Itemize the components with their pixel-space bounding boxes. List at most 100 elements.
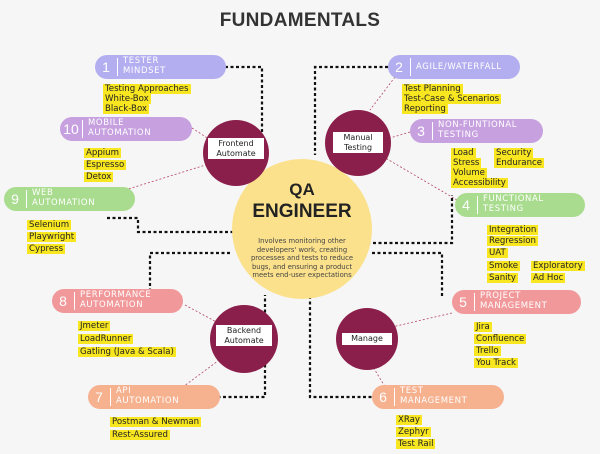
topic-divider <box>432 122 433 140</box>
item-black-box: Black-Box <box>103 104 150 114</box>
item-reporting: Reporting <box>402 104 448 114</box>
item-zephyr: Zephyr <box>396 427 431 437</box>
item-regression: Regression <box>487 236 539 246</box>
topic-label: MOBILE AUTOMATION <box>88 118 152 138</box>
topic-divider <box>74 292 75 310</box>
topic-label: AGILE/WATERFALL <box>416 62 502 72</box>
item-xray: XRay <box>396 415 423 425</box>
topic-number: 2 <box>395 59 403 75</box>
item-gatling: Gatling (Java & Scala) <box>78 347 176 357</box>
link-5-manage <box>391 312 453 328</box>
item-ad-hoc: Ad Hoc <box>531 273 566 283</box>
topic-number: 5 <box>459 294 467 310</box>
item-test-case-scenarios: Test-Case & Scenarios <box>402 94 502 104</box>
topic-tester-mindset: 1 TESTER MINDSET <box>95 55 226 79</box>
topic-number: 6 <box>379 389 387 405</box>
item-uat: UAT <box>487 248 508 258</box>
topic-number: 8 <box>59 293 67 309</box>
item-loadrunner: LoadRunner <box>78 334 134 344</box>
connector-4 <box>362 195 454 245</box>
topic-number: 4 <box>462 197 470 213</box>
connector-2 <box>313 65 388 155</box>
qa-engineer-circle: QA ENGINEER Involves monitoring other de… <box>232 159 372 299</box>
item-white-box: White-Box <box>103 94 151 104</box>
item-appium: Appium <box>84 148 121 158</box>
center-line2: ENGINEER <box>252 201 352 222</box>
item-smoke: Smoke <box>487 261 521 271</box>
topic-divider <box>410 58 411 76</box>
topic-number: 3 <box>417 123 425 139</box>
center-description: Involves monitoring other developers' wo… <box>250 237 354 279</box>
item-stress: Stress <box>451 158 482 168</box>
topic-divider <box>474 293 475 311</box>
item-espresso: Espresso <box>84 160 127 170</box>
link-8-backend <box>184 304 223 326</box>
topic-non-functional-testing: 3 NON-FUNTIONAL TESTING <box>410 119 543 143</box>
topic-label: NON-FUNTIONAL TESTING <box>438 120 518 140</box>
connector-8 <box>148 251 232 297</box>
item-load: Load <box>451 148 476 158</box>
connector-5 <box>372 251 444 297</box>
link-9-frontend <box>124 162 213 191</box>
page-title: FUNDAMENTALS <box>219 10 381 31</box>
link-3-manual <box>389 131 411 139</box>
link-4-manual <box>381 155 458 201</box>
topic-label: TESTER MINDSET <box>123 56 166 76</box>
item-playwright: Playwright <box>27 232 77 242</box>
topic-label: PERFORMANCE AUTOMATION <box>80 290 152 310</box>
item-testing-approaches: Testing Approaches <box>103 84 191 94</box>
topic-project-management: 5 PROJECT MANAGEMENT <box>452 290 581 314</box>
topic-mobile-automation: 10 MOBILE AUTOMATION <box>60 117 192 141</box>
topic-agile-waterfall: 2 AGILE/WATERFALL <box>388 55 520 79</box>
topic-divider <box>477 196 478 214</box>
topic-divider <box>26 190 27 208</box>
topic-divider <box>82 120 83 138</box>
center-line1: QA <box>289 180 315 199</box>
hub-manual-label: Manual Testing <box>333 132 383 153</box>
item-integration: Integration <box>487 225 539 235</box>
item-cypress: Cypress <box>27 244 66 254</box>
topic-divider <box>110 388 111 406</box>
connector-9 <box>107 216 242 234</box>
link-10-frontend <box>191 127 216 144</box>
item-security: Security <box>494 148 534 158</box>
item-endurance: Endurance <box>494 158 545 168</box>
topic-number: 7 <box>95 389 103 405</box>
topic-functional-testing: 4 FUNCTIONAL TESTING <box>455 193 585 217</box>
item-sanity: Sanity <box>487 273 519 283</box>
topic-number: 9 <box>11 191 19 207</box>
hub-manage: Manage <box>336 308 398 370</box>
item-selenium: Selenium <box>27 220 72 230</box>
item-trello: Trello <box>474 346 501 356</box>
topic-number: 1 <box>102 59 110 75</box>
item-rest-assured: Rest-Assured <box>110 430 170 440</box>
hub-backend-automate: Backend Automate <box>210 305 278 373</box>
topic-api-automation: 7 API AUTOMATION <box>88 385 220 409</box>
topic-label: API AUTOMATION <box>116 386 180 406</box>
topic-divider <box>117 58 118 76</box>
topic-web-automation: 9 WEB AUTOMATION <box>4 187 135 211</box>
item-test-rail: Test Rail <box>396 439 436 449</box>
topic-label: FUNCTIONAL TESTING <box>483 194 544 214</box>
connector-1 <box>225 65 264 175</box>
topic-performance-automation: 8 PERFORMANCE AUTOMATION <box>52 289 183 313</box>
item-volume: Volume <box>451 168 487 178</box>
item-you-track: You Track <box>474 358 519 368</box>
hub-frontend-automate: Frontend Automate <box>203 120 269 186</box>
hub-frontend-label: Frontend Automate <box>208 138 264 159</box>
topic-label: WEB AUTOMATION <box>32 188 96 208</box>
topic-divider <box>394 388 395 406</box>
hub-manage-label: Manage <box>342 333 392 345</box>
connector-6 <box>308 295 388 399</box>
item-detox: Detox <box>84 172 114 182</box>
item-test-planning: Test Planning <box>402 84 463 94</box>
item-jira: Jira <box>474 322 492 332</box>
item-jmeter: Jmeter <box>78 321 111 331</box>
item-exploratory: Exploratory <box>531 261 585 271</box>
hub-manual-testing: Manual Testing <box>325 110 391 176</box>
topic-number: 10 <box>63 121 79 137</box>
link-2-manual <box>369 76 396 111</box>
topic-label: TEST MANAGEMENT <box>400 386 468 406</box>
